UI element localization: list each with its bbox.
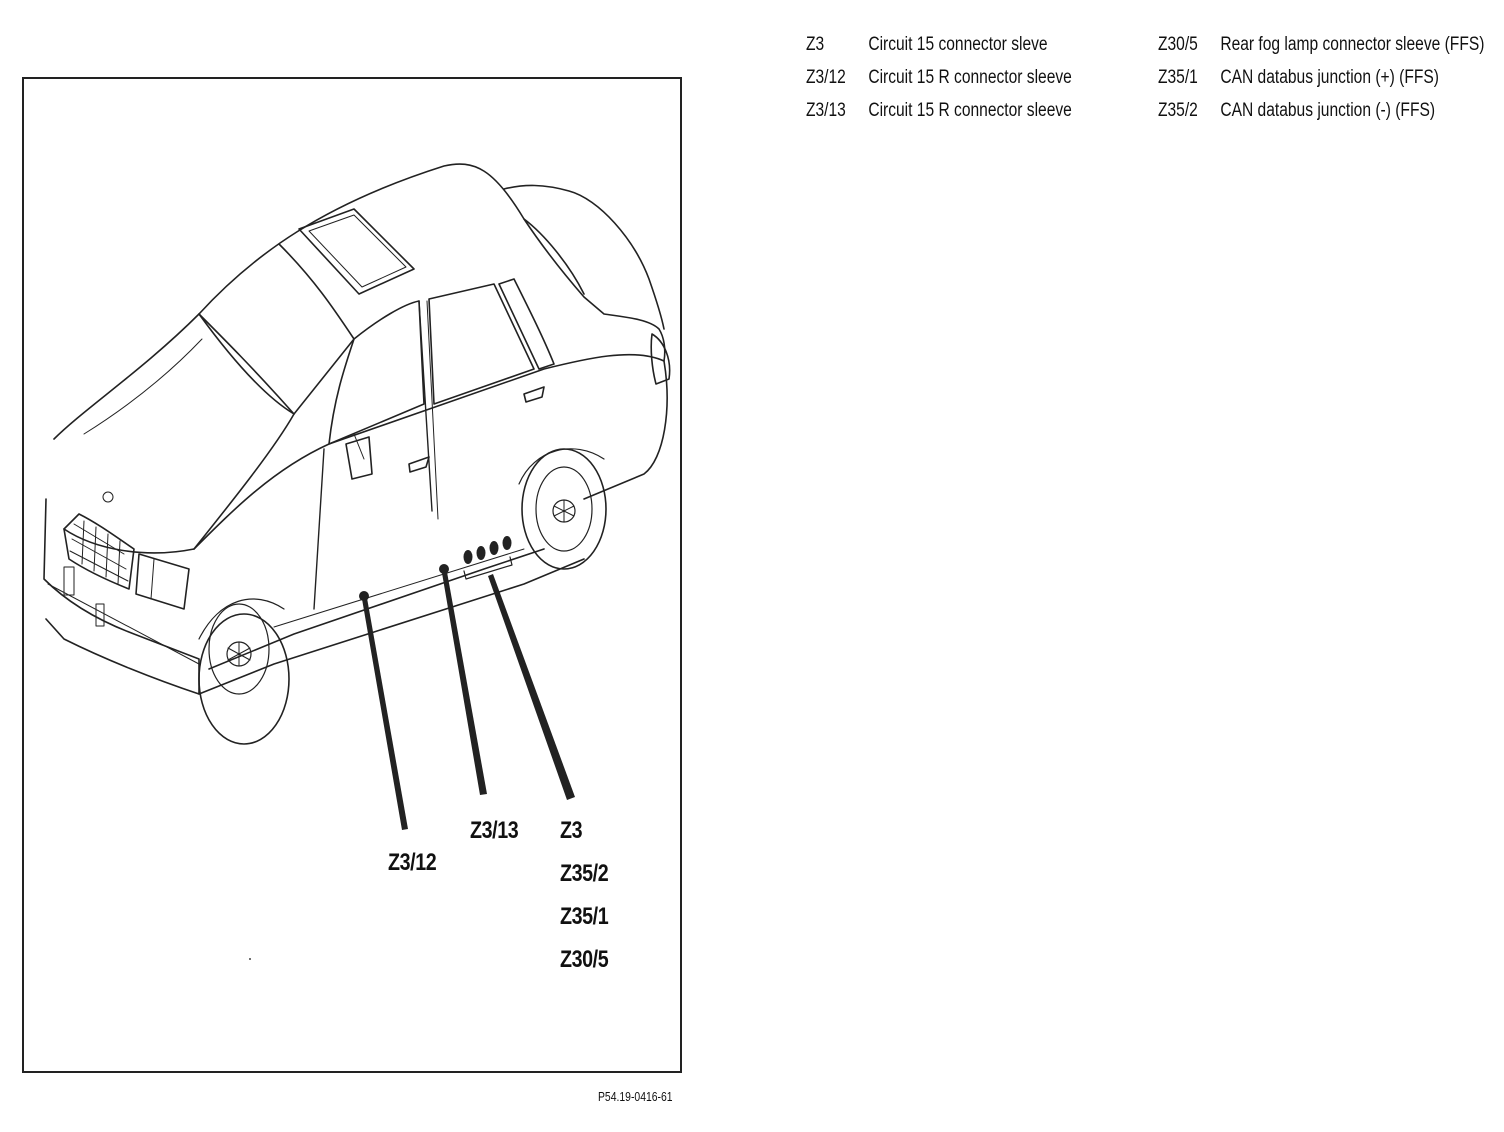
connector-dot-group xyxy=(476,546,486,560)
car-roof-outline xyxy=(198,163,666,362)
leader-z3-12 xyxy=(362,598,408,830)
car-headlight xyxy=(135,553,190,610)
legend-description: Circuit 15 R connector sleeve xyxy=(868,67,1072,88)
legend-row: Z3 Circuit 15 connector sleve xyxy=(806,28,1072,61)
car-windshield xyxy=(198,243,355,415)
legend-code: Z3 xyxy=(806,34,825,55)
legend-code: Z3/13 xyxy=(806,100,846,121)
legend-row: Z3/12 Circuit 15 R connector sleeve xyxy=(806,61,1072,94)
callout-z35-2: Z35/2 xyxy=(560,860,609,887)
callout-z3-13: Z3/13 xyxy=(470,817,519,844)
car-front-wheel xyxy=(198,598,290,745)
car-quarter-window xyxy=(498,278,555,370)
car-trunk xyxy=(503,184,665,330)
car-rear-window-edge xyxy=(523,218,585,295)
legend-row: Z35/1 CAN databus junction (+) (FFS) xyxy=(1158,61,1484,94)
car-grille xyxy=(63,513,135,590)
car-rear-wheel xyxy=(518,448,607,570)
figure-code: P54.19-0416-61 xyxy=(598,1089,673,1104)
car-rear-lamp xyxy=(650,333,671,385)
callout-z3-12: Z3/12 xyxy=(388,849,437,876)
car-illustration xyxy=(43,163,671,960)
leader-z3-13 xyxy=(442,572,487,795)
callout-z35-1: Z35/1 xyxy=(560,903,609,930)
car-side-mirror xyxy=(345,436,373,480)
legend-description: CAN databus junction (+) (FFS) xyxy=(1220,67,1439,88)
legend-left-column: Z3 Circuit 15 connector sleve Z3/12 Circ… xyxy=(806,28,1072,127)
car-door-handle xyxy=(523,386,545,403)
legend-description: CAN databus junction (-) (FFS) xyxy=(1220,100,1436,121)
connector-group-bracket xyxy=(463,556,513,580)
connector-dot-z3-13 xyxy=(439,564,449,574)
connector-dot-group xyxy=(502,536,512,550)
car-door-handle xyxy=(408,456,430,473)
legend-row: Z3/13 Circuit 15 R connector sleeve xyxy=(806,94,1072,127)
connector-markers xyxy=(359,536,512,601)
legend-description: Rear fog lamp connector sleeve (FFS) xyxy=(1220,34,1485,55)
car-rocker-line xyxy=(208,548,545,670)
car-body-side xyxy=(193,353,668,550)
legend-code: Z35/1 xyxy=(1158,67,1198,88)
car-sunroof xyxy=(298,208,415,295)
legend-description: Circuit 15 connector sleve xyxy=(868,34,1048,55)
connector-dot-group xyxy=(489,541,499,555)
legend-row: Z35/2 CAN databus junction (-) (FFS) xyxy=(1158,94,1484,127)
callout-z3: Z3 xyxy=(560,817,583,844)
connector-dot-group xyxy=(463,550,473,564)
legend-right-column: Z30/5 Rear fog lamp connector sleeve (FF… xyxy=(1158,28,1484,127)
car-front-bumper xyxy=(43,498,200,695)
legend-description: Circuit 15 R connector sleeve xyxy=(868,100,1072,121)
legend-row: Z30/5 Rear fog lamp connector sleeve (FF… xyxy=(1158,28,1484,61)
callout-z30-5: Z30/5 xyxy=(560,946,609,973)
legend-code: Z30/5 xyxy=(1158,34,1198,55)
diagram-frame: Z3/12 Z3/13 Z3 Z35/2 Z35/1 Z30/5 xyxy=(22,77,682,1073)
car-hood xyxy=(53,313,295,554)
legend-code: Z3/12 xyxy=(806,67,846,88)
car-rear-side-window xyxy=(428,283,535,405)
legend-code: Z35/2 xyxy=(1158,100,1198,121)
leader-group xyxy=(488,574,575,800)
leader-lines xyxy=(362,572,575,830)
